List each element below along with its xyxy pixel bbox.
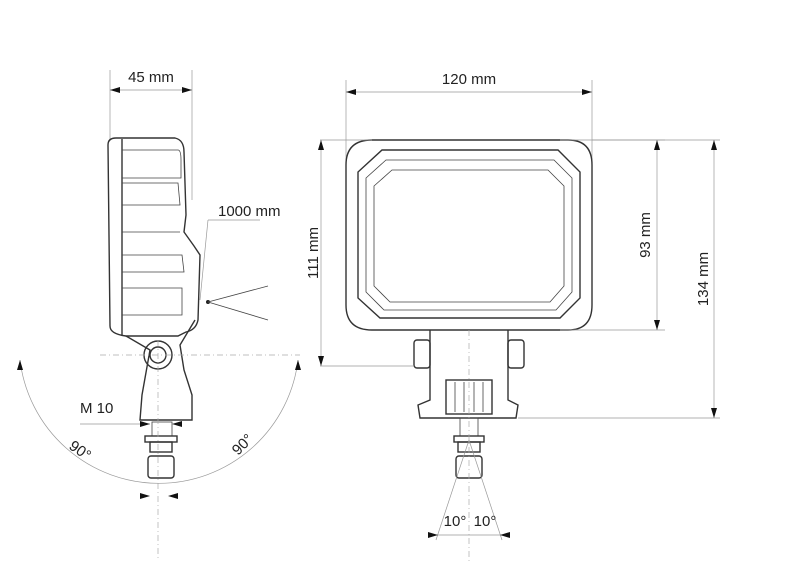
total-height-label: 134 mm (695, 252, 712, 306)
tilt-right-label: 90° (229, 431, 257, 459)
tilt-arc (19, 359, 299, 484)
lamp-side-housing (107, 137, 201, 337)
swivel-right-label: 10° (474, 513, 497, 530)
lens-height-label: 93 mm (637, 212, 654, 258)
tilt-left-label: 90° (66, 437, 94, 464)
width-label: 120 mm (442, 71, 496, 88)
depth-label: 45 mm (128, 69, 174, 86)
lamp-height-label: 111 mm (305, 227, 322, 279)
front-view: 120 mm 10° 10° 111 mm (305, 71, 720, 561)
swivel-left-label: 10° (444, 513, 467, 530)
cable-length-label: 1000 mm (218, 203, 281, 220)
thread-label: M 10 (80, 400, 113, 417)
side-view: 45 mm 1000 mm M 10 90° (17, 69, 301, 561)
lamp-front-housing (345, 139, 593, 331)
